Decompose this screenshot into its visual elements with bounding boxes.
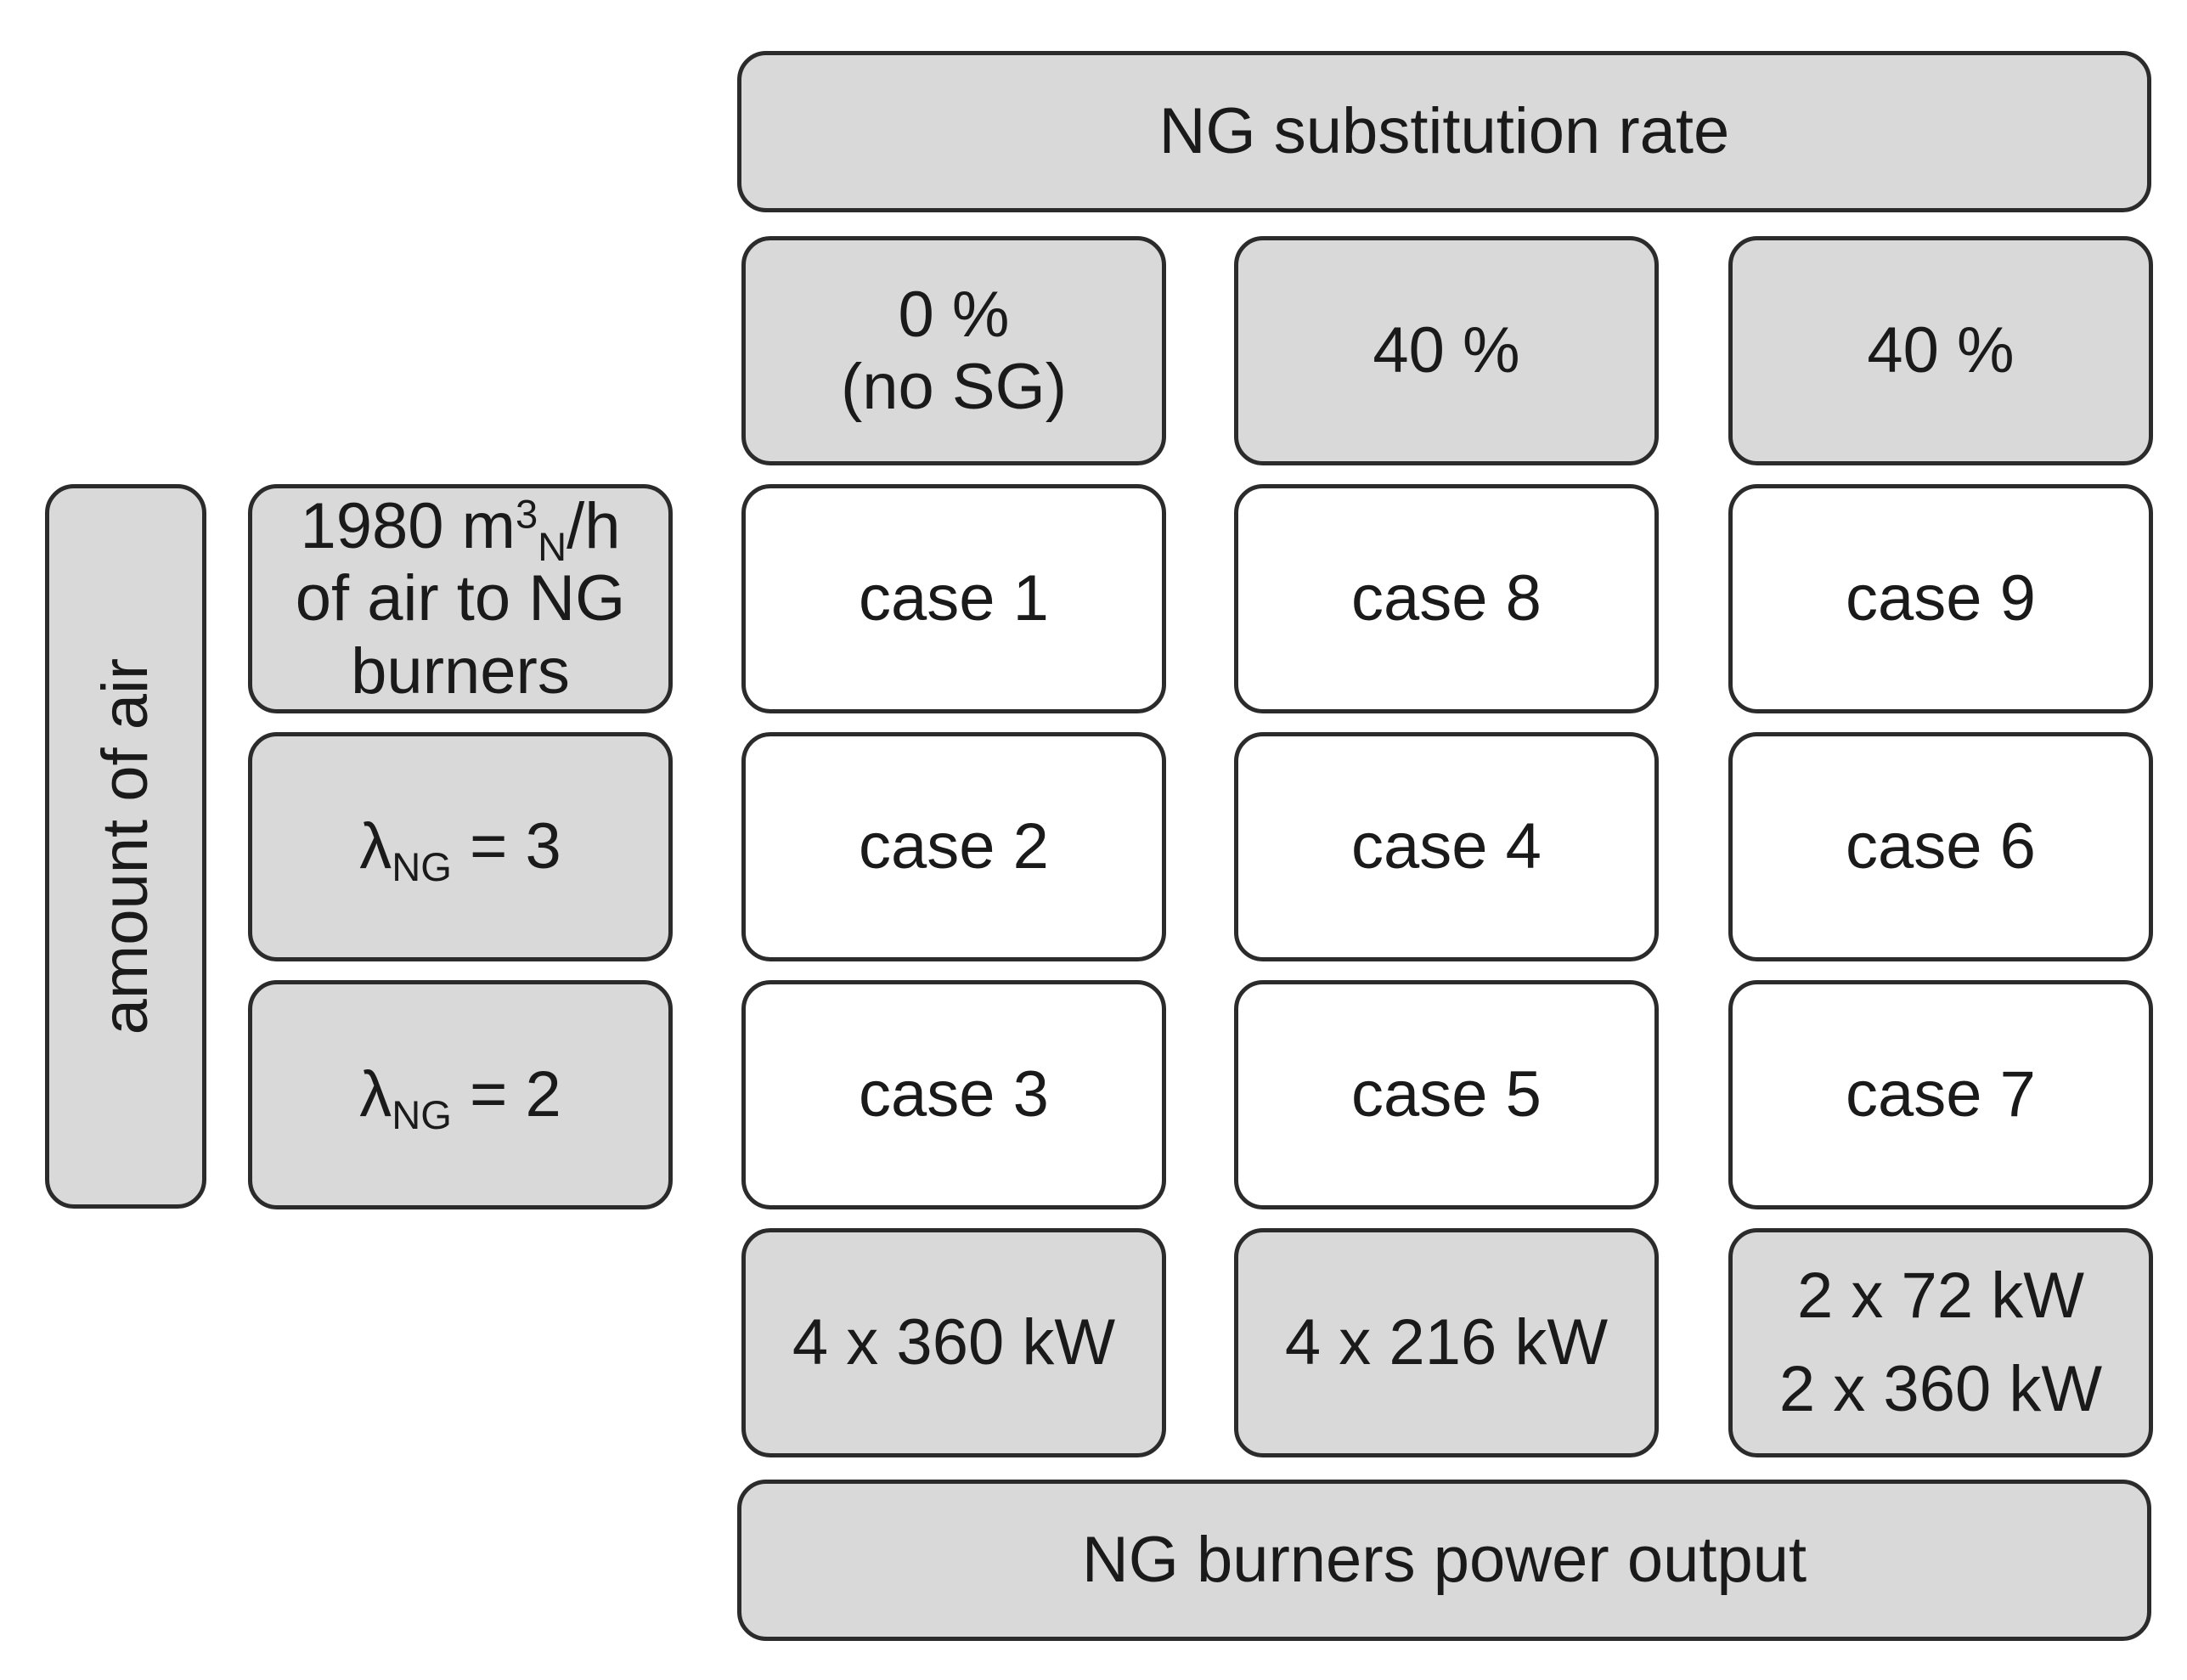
column-header-1-line1: 40 % (1373, 314, 1520, 387)
power-output-title: NG burners power output (1081, 1524, 1807, 1597)
case-cell-6: case 6 (1728, 732, 2153, 961)
row-header-1: λNG = 3 (248, 732, 673, 961)
power-cell-2: 2 x 72 kW 2 x 360 kW (1728, 1228, 2153, 1457)
case-cell-4: case 4 (1234, 732, 1659, 961)
column-header-2: 40 % (1728, 236, 2153, 465)
case-cell-2: case 2 (741, 732, 1166, 961)
column-header-2-line1: 40 % (1867, 314, 2015, 387)
row-header-0-line3: burners (351, 634, 570, 708)
column-header-0-line2: (no SG) (840, 351, 1068, 423)
column-header-1: 40 % (1234, 236, 1659, 465)
substitution-rate-title: NG substitution rate (1158, 95, 1730, 168)
column-header-0: 0 % (no SG) (741, 236, 1166, 465)
case-cell-1: case 1 (741, 484, 1166, 713)
amount-of-air-label: amount of air (89, 657, 162, 1035)
amount-of-air-label-box: amount of air (45, 484, 206, 1209)
column-header-0-line1: 0 % (898, 278, 1010, 351)
row-header-0-line2: of air to NG (295, 562, 626, 635)
case-cell-9: case 9 (1728, 484, 2153, 713)
row-header-1-line1: λNG = 3 (359, 810, 561, 890)
case-cell-8: case 8 (1234, 484, 1659, 713)
power-cell-1: 4 x 216 kW (1234, 1228, 1659, 1457)
power-output-footer: NG burners power output (737, 1480, 2151, 1641)
row-header-0: 1980 m3N/h of air to NG burners (248, 484, 673, 713)
substitution-rate-header: NG substitution rate (737, 51, 2151, 212)
row-header-2: λNG = 2 (248, 980, 673, 1209)
row-header-2-line1: λNG = 2 (359, 1058, 561, 1138)
power-cell-0: 4 x 360 kW (741, 1228, 1166, 1457)
case-cell-7: case 7 (1728, 980, 2153, 1209)
case-cell-5: case 5 (1234, 980, 1659, 1209)
row-header-0-line1: 1980 m3N/h (300, 490, 621, 570)
case-cell-3: case 3 (741, 980, 1166, 1209)
